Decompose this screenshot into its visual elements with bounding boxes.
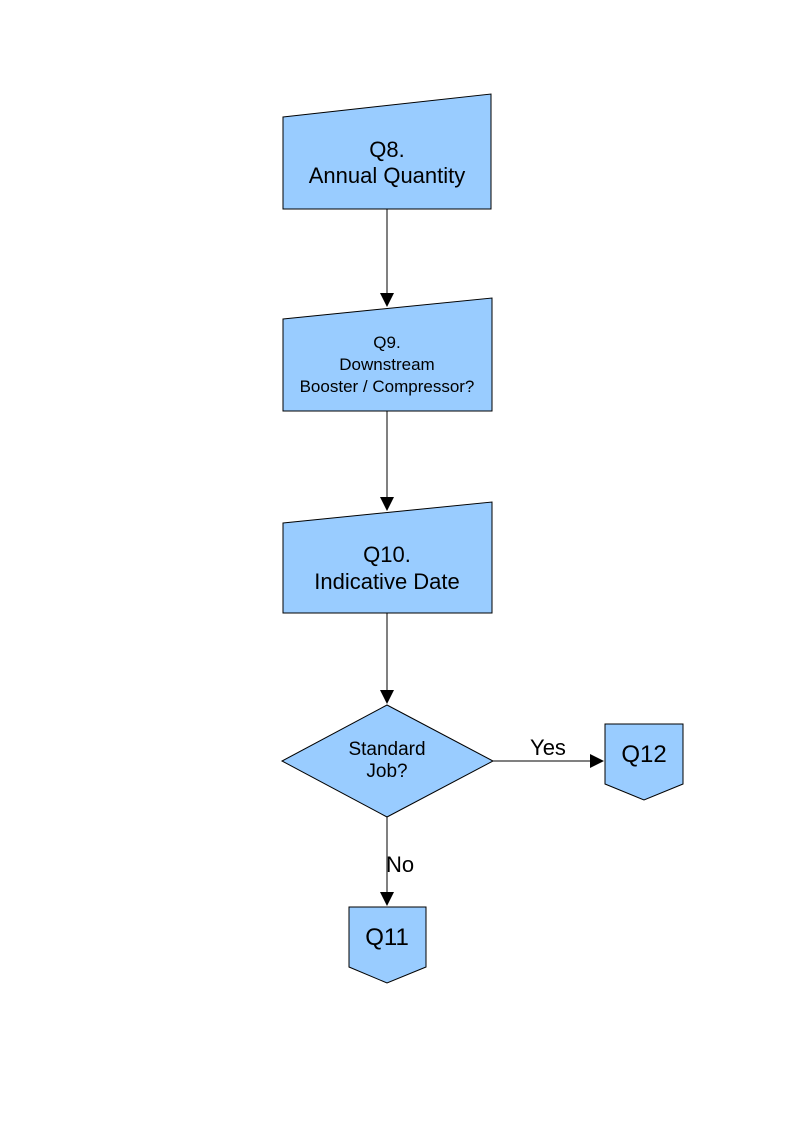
node-q9-line1: Q9.	[373, 333, 400, 352]
node-q10-line2: Indicative Date	[314, 569, 460, 594]
decision-line2: Job?	[366, 761, 407, 782]
node-q8: Q8. Annual Quantity	[282, 93, 492, 210]
node-q10: Q10. Indicative Date	[282, 501, 493, 614]
node-q9: Q9. Downstream Booster / Compressor?	[282, 297, 493, 412]
connector-q12: Q12	[604, 723, 684, 801]
node-q8-shape	[282, 93, 492, 210]
branch-label-yes: Yes	[530, 735, 566, 760]
connector-q11: Q11	[348, 906, 427, 984]
node-q8-line2: Annual Quantity	[309, 163, 466, 188]
node-q9-line2: Downstream	[339, 355, 434, 374]
node-q10-shape	[282, 501, 493, 614]
decision-standard-job-shape	[280, 704, 495, 818]
connector-q12-label: Q12	[621, 741, 666, 768]
branch-label-no: No	[386, 852, 414, 877]
connector-q11-label: Q11	[365, 924, 409, 951]
node-q9-shape	[282, 297, 493, 412]
node-q8-line1: Q8.	[369, 137, 404, 162]
node-q10-line1: Q10.	[363, 542, 411, 567]
connector-q11-shape	[348, 906, 427, 984]
connector-q12-shape	[604, 723, 684, 801]
node-q9-line3: Booster / Compressor?	[300, 377, 475, 396]
decision-line1: Standard	[348, 739, 425, 760]
decision-standard-job: Standard Job?	[280, 704, 495, 818]
